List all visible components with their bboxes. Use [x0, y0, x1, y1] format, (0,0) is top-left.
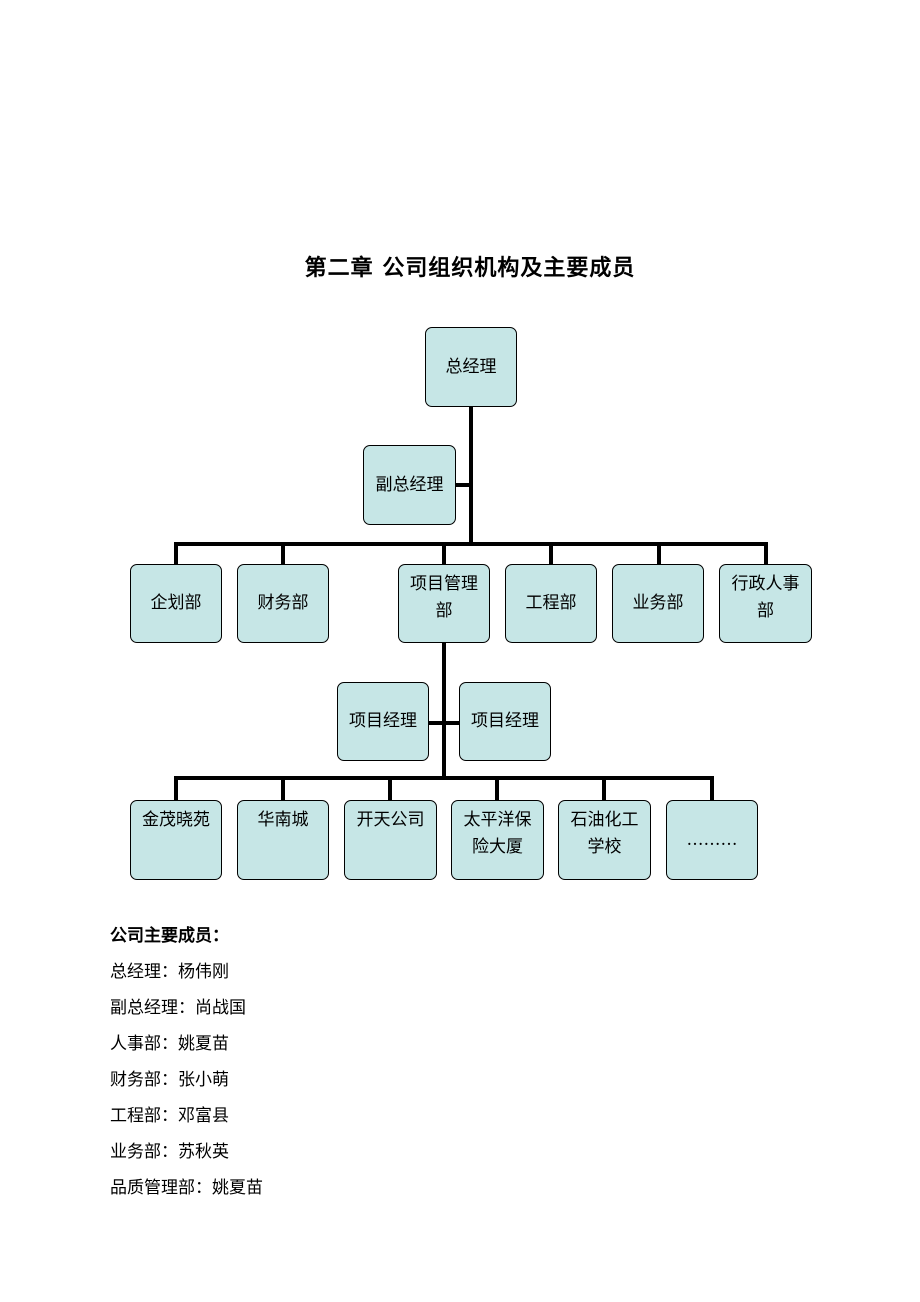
connector-pm-right [444, 721, 460, 725]
member-row: 工程部：邓富县 [110, 1106, 229, 1126]
member-row: 总经理：杨伟刚 [110, 962, 229, 982]
members-heading: 公司主要成员： [110, 926, 229, 946]
members-section: 公司主要成员： 总经理：杨伟刚 副总经理：尚战国 人事部：姚夏苗 财务部：张小萌… [110, 924, 810, 1212]
connector-gm-trunk [469, 406, 473, 546]
node-dept-project-management: 项目管理部 [398, 564, 490, 643]
node-project-2: 华南城 [237, 800, 329, 880]
node-dept-planning: 企划部 [130, 564, 222, 643]
node-dept-engineering: 工程部 [505, 564, 597, 643]
node-general-manager: 总经理 [425, 327, 517, 407]
member-row: 人事部：姚夏苗 [110, 1034, 229, 1054]
connector-dept-bar [174, 542, 768, 546]
connector-project-bar [174, 776, 714, 780]
connector-project-5 [602, 776, 606, 800]
connector-project-6 [710, 776, 714, 800]
connector-dept-1 [174, 542, 178, 564]
node-project-1: 金茂晓苑 [130, 800, 222, 880]
connector-project-2 [281, 776, 285, 800]
connector-dept-6 [764, 542, 768, 564]
node-dept-finance: 财务部 [237, 564, 329, 643]
node-deputy-general-manager: 副总经理 [363, 445, 456, 525]
connector-dept-3 [442, 542, 446, 564]
page-title: 第二章 公司组织机构及主要成员 [304, 256, 636, 281]
node-dept-business: 业务部 [612, 564, 704, 643]
connector-dept-5 [657, 542, 661, 564]
connector-pm-trunk [442, 642, 446, 780]
node-project-4: 太平洋保险大厦 [451, 800, 544, 880]
member-row: 财务部：张小萌 [110, 1070, 229, 1090]
connector-project-1 [174, 776, 178, 800]
org-chart: 总经理 副总经理 企划部 财务部 项目管理部 工程部 业务部 行政人事部 项目经… [130, 327, 812, 880]
member-row: 品质管理部：姚夏苗 [110, 1178, 263, 1198]
member-row: 业务部：苏秋英 [110, 1142, 229, 1162]
connector-dept-4 [549, 542, 553, 564]
node-project-manager-left: 项目经理 [337, 682, 429, 761]
node-project-3: 开天公司 [344, 800, 437, 880]
connector-project-4 [495, 776, 499, 800]
connector-deputy [455, 483, 471, 487]
connector-project-3 [388, 776, 392, 800]
connector-dept-2 [281, 542, 285, 564]
connector-pm-left [428, 721, 444, 725]
node-project-manager-right: 项目经理 [459, 682, 551, 761]
node-dept-admin-hr: 行政人事部 [719, 564, 812, 643]
node-project-5: 石油化工学校 [558, 800, 651, 880]
node-project-6: ……… [666, 800, 758, 880]
member-row: 副总经理：尚战国 [110, 998, 246, 1018]
